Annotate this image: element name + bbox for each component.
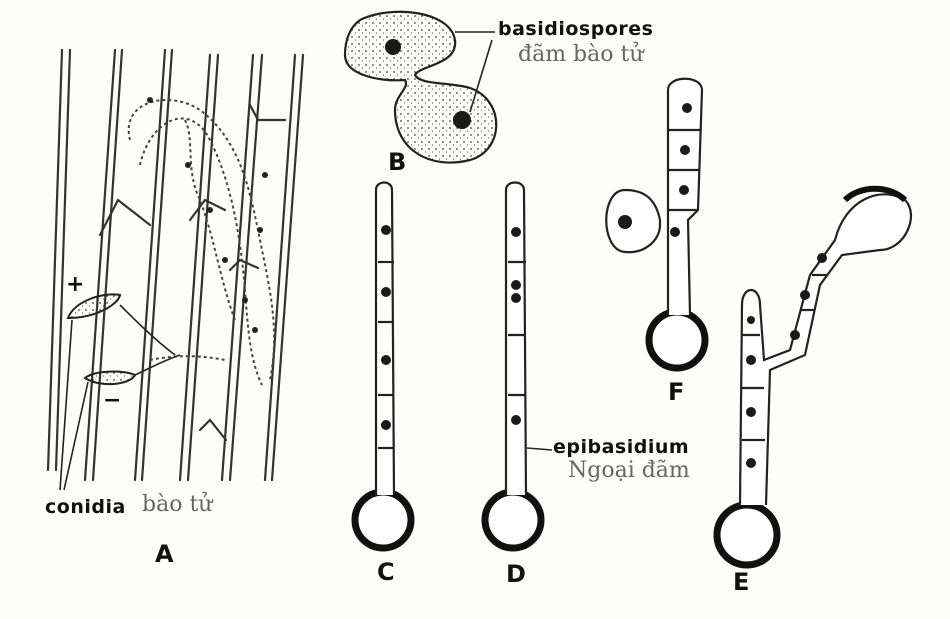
basidiospores-translation: đãm bào tử [518,42,644,67]
epibasidium-label: epibasidium [553,436,690,458]
panel-e-nuclei [746,253,827,468]
basidiospores-pointer [455,31,495,113]
epibasidium-translation: Ngoại đãm [568,458,690,483]
probasidium-bulbs [351,308,781,569]
plus-mating-sign: + [66,272,85,297]
basidiospores-label: basidiospores [498,18,654,40]
panel-c-basidium [374,181,396,496]
panel-label-c: C [377,558,395,586]
panel-f-nuclei [618,103,692,237]
epibasidium-pointer [526,447,553,451]
panel-label-d: D [506,560,526,588]
panel-c-nuclei [381,225,391,430]
panel-label-a: A [155,540,174,568]
panel-e-spore [842,185,908,203]
conidia-translation: bào tử [142,492,213,517]
panel-a-hyphae-nuclei [147,97,268,333]
conidia-pointers [59,304,181,491]
panel-d-basidium [504,181,528,496]
panel-a-host-cells [46,48,305,482]
panel-b-basidiospores [343,10,498,164]
panel-label-b: B [388,148,407,176]
minus-mating-sign: − [103,388,122,413]
panel-e-basidium [738,193,913,506]
panel-label-f: F [668,378,685,406]
panel-d-nuclei [511,227,521,425]
panel-b-nuclei [385,39,471,129]
conidia-label: conidia [45,496,126,518]
panel-label-e: E [733,568,750,596]
panel-f-basidium [605,77,704,316]
